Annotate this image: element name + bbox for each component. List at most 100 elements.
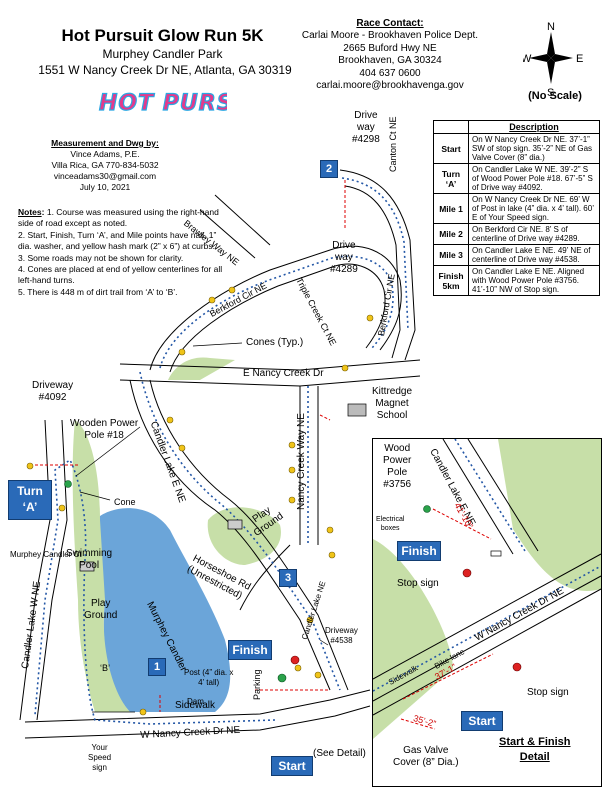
note-item: 1. Course was measured using the right-h…: [18, 207, 219, 229]
contact-phone: 404 637 0600: [359, 67, 421, 79]
lake: [91, 508, 231, 712]
course-route-c: [159, 255, 394, 369]
no-scale-note: (No Scale): [528, 90, 582, 102]
finish-marker: Finish: [228, 640, 272, 660]
row-text: On W Nancy Creek Dr NE. 69’ W of Post in…: [468, 193, 600, 224]
table-row: Turn ‘A’On Candler Lake W NE. 39’-2” S o…: [433, 163, 600, 194]
horseshoe-road: [239, 544, 291, 611]
compass-w: W: [523, 53, 532, 65]
measurer-email: vinceadams30@gmail.com: [53, 171, 157, 181]
street-e-nancy: E Nancy Creek Dr: [243, 368, 324, 379]
cones-label: Cones (Typ.): [246, 337, 304, 348]
driveway-4538-label: Driveway#4538: [325, 626, 358, 645]
row-key: Finish 5km: [433, 265, 469, 296]
compass-n: N: [547, 21, 555, 33]
hot-pursuit-logo: HOT PURSUIT: [98, 90, 227, 116]
measured-heading: Measurement and Dwg by:: [51, 138, 159, 148]
race-contact: Race Contact: Carlai Moore - Brookhaven …: [300, 18, 480, 92]
candler-w-road: [19, 419, 51, 721]
course-route-b: [139, 371, 341, 691]
measure-date: July 10, 2021: [79, 182, 131, 192]
canton-road-b: [344, 185, 401, 359]
see-detail-label: (See Detail): [313, 748, 366, 759]
row-text: On Candler Lake W NE. 39’-2” S of Wood P…: [468, 163, 600, 194]
compass-rose-icon: N S W E: [523, 21, 583, 99]
logo-text: HOT PURSUIT: [99, 91, 227, 116]
contact-heading: Race Contact:: [356, 18, 424, 29]
brawley-road: [214, 194, 271, 246]
mile-1-marker: 1: [148, 658, 166, 676]
course-route: [34, 458, 276, 725]
contact-line: 2665 Buford Hwy NE: [343, 42, 437, 54]
row-text: On W Nancy Creek Dr NE. 37’-1” SW of sto…: [468, 133, 600, 164]
compass-e: E: [576, 53, 583, 65]
w-nancy-road-b: [24, 705, 371, 739]
mile-3-marker: 3: [279, 569, 297, 587]
dam-label: Dam: [187, 697, 204, 706]
notes-block: Notes: 1. Course was measured using the …: [18, 207, 223, 297]
notes-heading: Notes: [18, 207, 42, 217]
triangle-green: [168, 357, 235, 380]
detail-drawing: [373, 439, 601, 739]
start-marker: Start: [271, 756, 313, 776]
berkford-road-b: [169, 263, 386, 373]
parking-label: Parking: [252, 669, 262, 700]
w-nancy-road: [24, 689, 371, 723]
candler-e-road-b: [149, 379, 349, 691]
detail-stop-sign-2: Stop sign: [527, 687, 569, 698]
playground-icon: [227, 519, 243, 530]
mile-2-marker: 2: [320, 160, 338, 178]
berkford-road: [149, 245, 402, 371]
measurement-block: Measurement and Dwg by: Vince Adams, P.E…: [20, 138, 190, 193]
pool-icon: [79, 561, 95, 572]
contact-line: Brookhaven, GA 30324: [338, 55, 442, 67]
sidewalk-label: Sidewalk: [175, 700, 216, 711]
note-item: 4. Cones are placed at end of yellow cen…: [18, 264, 223, 286]
candler-e-road: [129, 379, 331, 691]
canton-road: [339, 169, 416, 361]
park-name: Murphey Candler Park: [102, 47, 223, 61]
detail-stop-sign-1: Stop sign: [397, 578, 439, 589]
row-key: Start: [433, 133, 469, 164]
candler-w-road-b: [36, 419, 68, 721]
compass-s: S: [547, 87, 554, 99]
murphey-ct-label: Murphey Candler Ct: [10, 550, 82, 559]
note-item: 2. Start, Finish, Turn ‘A’, and Mile poi…: [18, 229, 217, 252]
measurer-name: Vince Adams, P.E.: [70, 149, 140, 159]
row-key: Turn ‘A’: [433, 163, 469, 194]
detail-start-marker: Start: [461, 711, 503, 731]
park-green: [72, 420, 130, 712]
school-icon: [347, 403, 367, 417]
b-mark: ‘B’: [100, 663, 111, 673]
e-nancy-road: [119, 359, 421, 371]
note-item: 3. Some roads may not be shown for clari…: [18, 252, 184, 263]
park-address: 1551 W Nancy Creek Dr NE, Atlanta, GA 30…: [38, 63, 292, 77]
course-route-d: [341, 177, 409, 331]
row-text: On Candler Lake E NE. Aligned with Wood …: [468, 265, 600, 296]
contact-line: Carlai Moore - Brookhaven Police Dept.: [301, 30, 479, 42]
measurer-phone: Villa Rica, GA 770-834-5032: [51, 160, 159, 170]
brawley-road-b: [199, 209, 256, 259]
street-nancy-way: Nancy Creek Way NE: [296, 413, 307, 510]
cone-label: Cone: [114, 497, 136, 507]
driveway-4092-label: Driveway#4092: [32, 380, 74, 403]
